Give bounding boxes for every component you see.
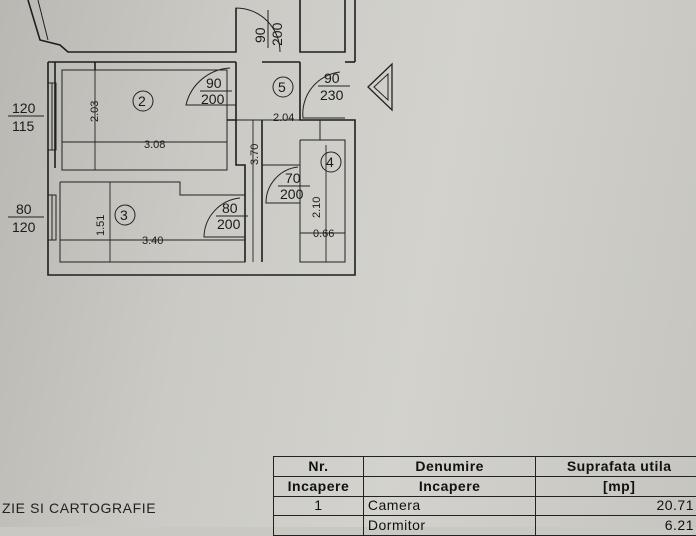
upper-left-wall: [28, 0, 236, 52]
svg-text:120: 120: [12, 100, 36, 116]
cadastre-footer-text: ZIE SI CARTOGRAFIE: [2, 500, 156, 516]
svg-text:80: 80: [16, 201, 32, 217]
table-header-row-1: Nr. Denumire Suprafata utila: [274, 457, 696, 477]
room-2-marker: 2: [133, 91, 153, 111]
dim-room3-height: 1.51: [95, 215, 107, 236]
header-nr: Nr.: [274, 457, 364, 477]
svg-text:200: 200: [280, 186, 304, 202]
dim-room3-width: 3.40: [142, 235, 163, 247]
door-entry-label: 90 230: [318, 70, 350, 103]
svg-text:115: 115: [12, 118, 35, 134]
svg-text:3: 3: [120, 207, 128, 223]
upper-left-edge: [38, 0, 48, 40]
entrance-triangle-inner-icon: [374, 74, 388, 100]
window-room2-label: 120 115: [8, 100, 44, 134]
row-name: Camera: [363, 496, 536, 516]
svg-text:200: 200: [217, 216, 241, 232]
dim-room4-height: 2.10: [311, 197, 323, 218]
window-room3-label: 80 120: [8, 201, 44, 235]
room-2-outline: [62, 70, 227, 170]
svg-text:2: 2: [138, 93, 146, 109]
room-5-marker: 5: [273, 77, 293, 97]
svg-text:90: 90: [206, 75, 222, 91]
header-nr-sub: Incapere: [274, 476, 364, 496]
svg-text:4: 4: [326, 154, 334, 170]
row-area: 6.21: [536, 516, 696, 536]
window-room3: [48, 195, 56, 240]
room-area-table: Nr. Denumire Suprafata utila Incapere In…: [273, 456, 696, 536]
upper-right-wall: [300, 0, 345, 52]
table-row: Dormitor 6.21: [274, 516, 696, 536]
header-area: Suprafata utila: [536, 457, 696, 477]
svg-text:5: 5: [278, 79, 286, 95]
door-room4-label: 70 200: [278, 170, 310, 202]
dim-room4-width: 0.66: [313, 228, 334, 240]
dim-room2-width: 3.08: [144, 139, 165, 151]
table-header-row-2: Incapere Incapere [mp]: [274, 476, 696, 496]
table-row: 1 Camera 20.71: [274, 496, 696, 516]
svg-text:90: 90: [324, 70, 340, 86]
svg-text:90: 90: [252, 27, 268, 43]
row-nr: [274, 516, 364, 536]
header-name: Denumire: [363, 457, 536, 477]
dim-hall-width: 2.04: [273, 112, 294, 124]
svg-text:70: 70: [285, 170, 301, 186]
row-name: Dormitor: [363, 516, 536, 536]
svg-text:200: 200: [269, 22, 285, 46]
room-3-marker: 3: [115, 205, 135, 225]
room-4-marker: 4: [321, 152, 341, 172]
dim-room2-height: 2.03: [89, 101, 101, 122]
svg-text:230: 230: [320, 87, 344, 103]
door-top-label: 90 200: [252, 10, 285, 48]
hall-mid-wall: [236, 120, 245, 175]
header-area-sub: [mp]: [536, 476, 696, 496]
svg-text:120: 120: [12, 219, 36, 235]
svg-text:80: 80: [222, 200, 238, 216]
header-name-sub: Incapere: [363, 476, 536, 496]
row-area: 20.71: [536, 496, 696, 516]
row-nr: 1: [274, 496, 364, 516]
svg-text:200: 200: [201, 91, 225, 107]
dim-hall-height: 3.70: [249, 144, 261, 165]
